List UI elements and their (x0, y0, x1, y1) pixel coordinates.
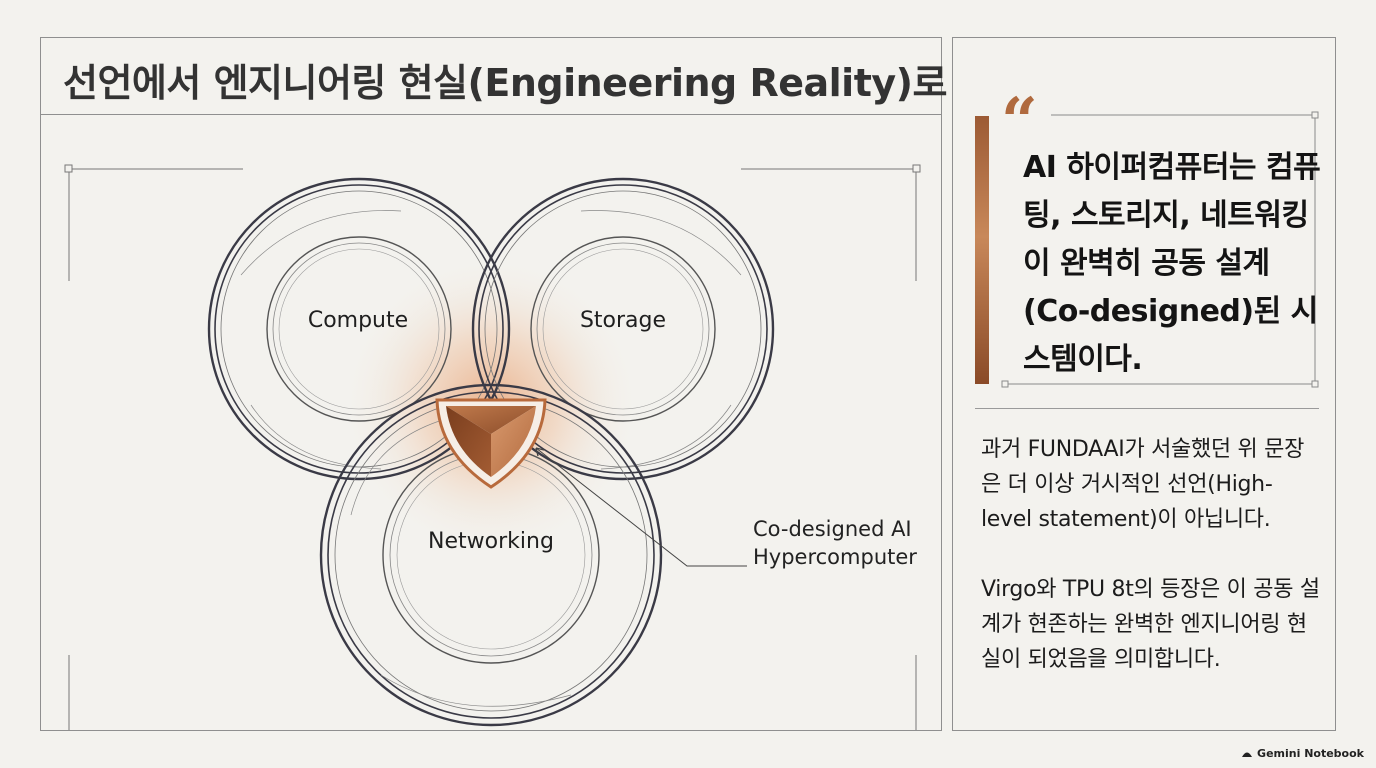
compute-circle (207, 177, 511, 481)
frame-marks (64, 164, 921, 730)
body-paragraph-2: Virgo와 TPU 8t의 등장은 이 공동 설계가 현존하는 완벽한 엔지니… (981, 577, 1320, 672)
diagram-panel: 선언에서 엔지니어링 현실(Engineering Reality)로 (40, 37, 947, 731)
page-title: 선언에서 엔지니어링 현실(Engineering Reality)로 (63, 61, 947, 105)
networking-label: Networking (428, 529, 554, 554)
quote-frame (1001, 111, 1319, 388)
storage-circle (471, 177, 775, 481)
storage-label: Storage (579, 308, 667, 333)
quote-text: AI 하이퍼컴퓨터는 컴퓨팅, 스토리지, 네트워킹이 완벽히 공동 설계(Co… (1023, 150, 1321, 377)
quote-panel: “ AI 하이퍼컴퓨터는 컴퓨팅, 스토리지, 네트워킹이 완벽히 공동 설계(… (952, 37, 1336, 731)
compute-label: Compute (307, 308, 409, 333)
brand-text: Gemini Notebook (1257, 747, 1364, 760)
title-bar: 선언에서 엔지니어링 현실(Engineering Reality)로 (41, 38, 947, 115)
hypercomputer-shield-icon (435, 398, 547, 489)
quote-mark-icon: “ (1001, 84, 1038, 159)
venn-diagram (64, 164, 921, 730)
callout-line-1: Co-designed AI (753, 517, 912, 541)
callout-line-2: Hypercomputer (753, 545, 917, 569)
brand-logo: Gemini Notebook (1241, 747, 1364, 760)
callout-connector (535, 447, 747, 567)
callout-label: Co-designed AI Hypercomputer (753, 515, 917, 571)
divider (975, 408, 1319, 409)
body-paragraph-1: 과거 FUNDAAI가 서술했던 위 문장은 더 이상 거시적인 선언(High… (981, 437, 1305, 532)
networking-circle (319, 383, 663, 727)
notebook-logo-icon (1242, 752, 1253, 757)
quote-accent-bar (975, 116, 989, 384)
